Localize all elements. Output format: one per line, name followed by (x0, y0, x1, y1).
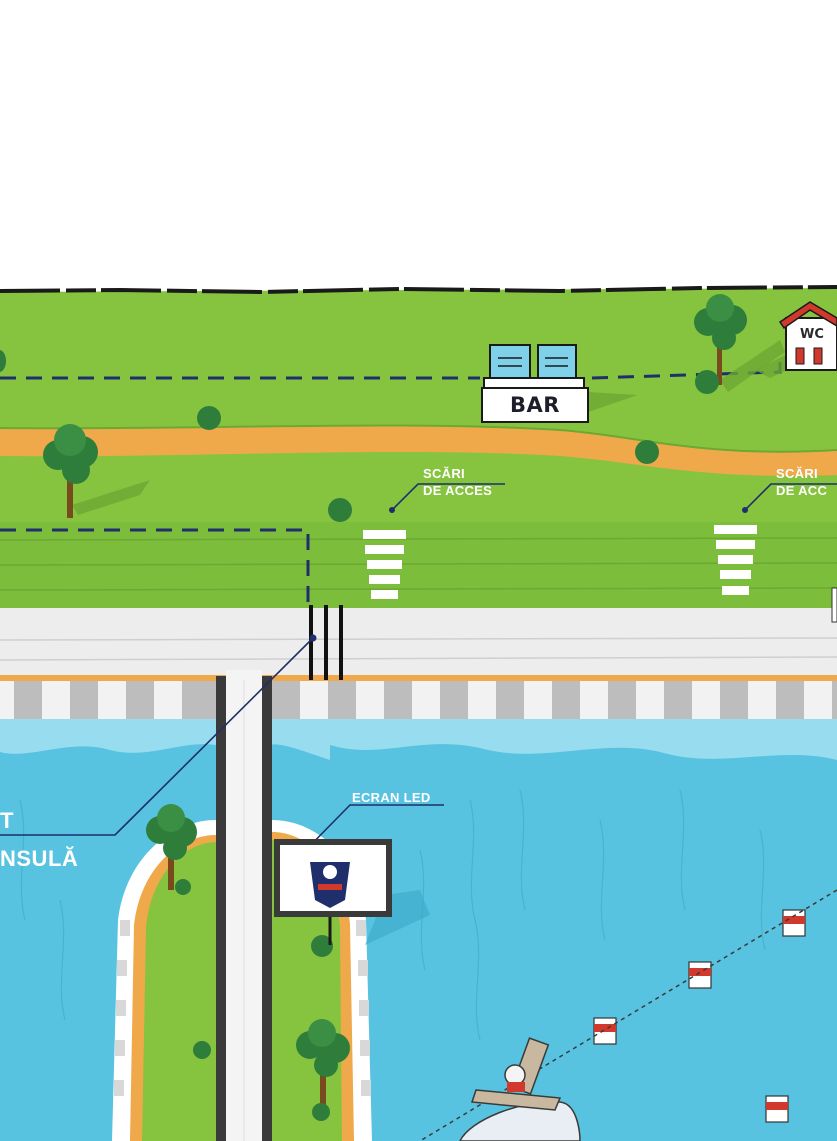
curb (0, 675, 837, 681)
buoy-icon (782, 909, 806, 937)
buoy-icon (765, 1095, 789, 1123)
pier (216, 670, 272, 1141)
walking-path (0, 425, 837, 476)
stairs-icon (363, 530, 406, 599)
stairs-edge-marker (831, 587, 837, 623)
stairs-label-2-line2: DE ACC (776, 483, 828, 498)
water-foam-edge (0, 718, 837, 760)
island-label-line1: T (0, 808, 14, 833)
top-edge-line (0, 285, 837, 295)
stairs-label-1-line1: SCĂRI (423, 466, 465, 481)
wc-house-icon (755, 301, 837, 378)
tree-icon (43, 424, 150, 518)
slope-lines (0, 537, 837, 591)
led-screen-label: ECRAN LED (352, 790, 431, 805)
grass-field-upper (0, 288, 837, 525)
checker-border (0, 681, 837, 719)
stairs-icon (714, 525, 757, 595)
tree-icon (146, 804, 197, 890)
led-screen-icon (274, 839, 430, 945)
stairs-label-1: SCĂRI DE ACCES (423, 465, 492, 499)
bush-icon (175, 370, 719, 1121)
bush-icon (0, 350, 6, 372)
island-label-line2: NSULĂ (0, 846, 79, 871)
grass-slope (0, 522, 837, 612)
tree-icon (296, 1019, 350, 1110)
promenade-lines (0, 637, 837, 661)
island-left (112, 820, 216, 1141)
bar-label: BAR (510, 393, 560, 417)
stairs-label-1-line2: DE ACCES (423, 483, 493, 498)
water-ripples (19, 789, 766, 1041)
course-line (419, 889, 837, 1141)
bar-icon (481, 344, 638, 423)
stairs-label-2-line1: SCĂRI (776, 466, 818, 481)
promenade (0, 608, 837, 680)
buoy-icon (688, 961, 712, 989)
path-edge-dark (0, 424, 837, 453)
wc-label: WC (800, 326, 824, 342)
tree-icon (694, 294, 785, 392)
buoy-icon (593, 1017, 617, 1045)
access-gate (309, 605, 343, 680)
plane-icon (459, 1037, 581, 1141)
stairs-label-2: SCĂRI DE ACC (776, 465, 827, 499)
